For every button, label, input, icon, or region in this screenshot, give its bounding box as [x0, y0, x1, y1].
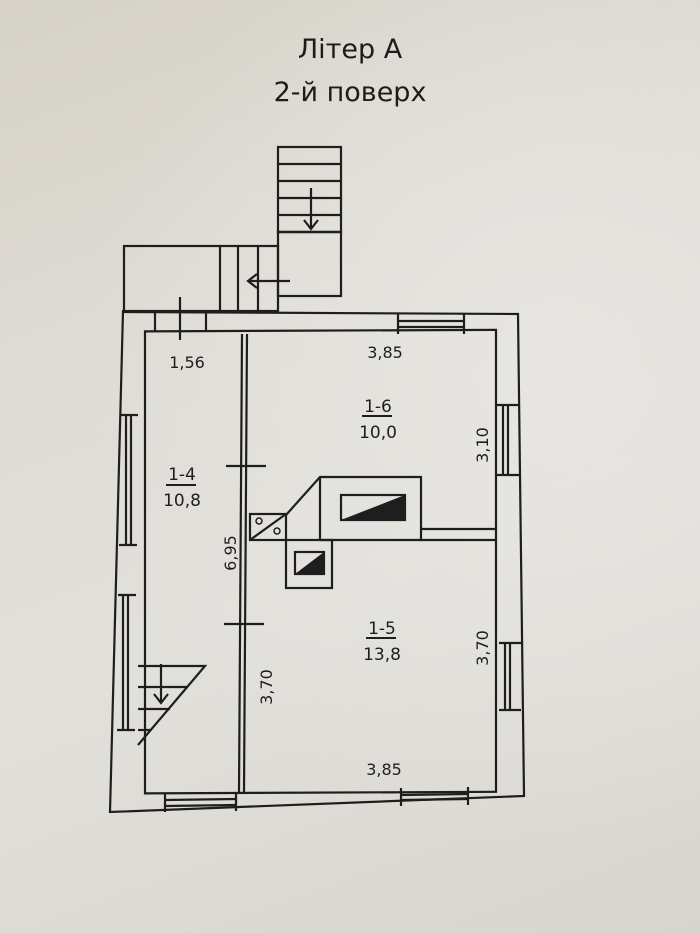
room-1-6-area: 10,0 — [359, 423, 397, 443]
room-1-6-id: 1-6 — [364, 397, 392, 417]
dim-bottom: 3,85 — [366, 760, 402, 779]
plan-title: Літер А — [297, 34, 403, 65]
dim-right-upper: 3,10 — [473, 427, 492, 463]
window-top — [396, 314, 466, 334]
dim-top-right: 3,85 — [367, 343, 403, 362]
room-1-5-id: 1-5 — [368, 619, 396, 639]
window-right-lower — [499, 641, 521, 712]
dim-right-lower: 3,70 — [473, 630, 492, 666]
window-bottom-right — [399, 787, 470, 806]
stair-down-arrow-icon — [303, 188, 319, 231]
window-bottom-left — [163, 792, 238, 812]
dim-top-left: 1,56 — [169, 353, 205, 372]
room-1-4-area: 10,8 — [163, 491, 201, 511]
landing — [122, 244, 280, 313]
window-left-upper — [119, 413, 138, 547]
stair-down-arrow-icon — [153, 664, 169, 705]
room-1-4-id: 1-4 — [168, 465, 196, 485]
window-right-upper — [497, 403, 519, 477]
room-1-5-area: 13,8 — [363, 645, 401, 665]
window-left-lower — [117, 593, 136, 732]
outer-walls — [108, 309, 526, 814]
dim-left-partition: 6,95 — [221, 535, 240, 571]
interior-partition — [224, 333, 266, 793]
stair-left-arrow-icon — [246, 273, 290, 289]
external-stair — [276, 145, 343, 298]
internal-stair — [137, 664, 208, 746]
floor-subtitle: 2-й поверх — [273, 77, 427, 108]
dim-partition-lower: 3,70 — [257, 669, 276, 705]
